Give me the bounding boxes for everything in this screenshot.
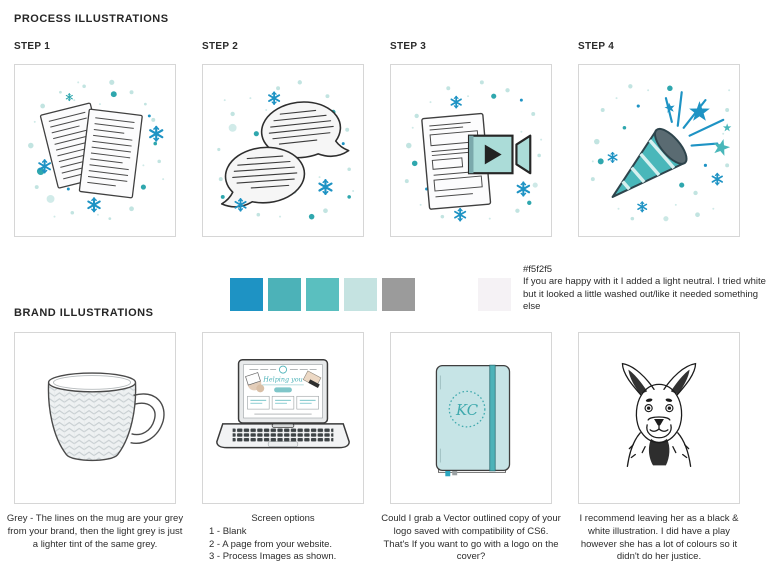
- speech-bubble-left: [217, 143, 308, 209]
- brand-mug-panel: [14, 332, 176, 504]
- neutral-note-text: If you are happy with it I added a light…: [523, 276, 766, 313]
- logo-monogram: KC: [455, 402, 479, 419]
- palette-swatch-blue: [230, 278, 263, 311]
- screen-option-3: 3 - Process Images as shown.: [209, 551, 337, 563]
- brand-dog-panel: [578, 332, 740, 504]
- screen-option-2: 2 - A page from your website.: [209, 538, 333, 550]
- speech-bubbles-icon: [217, 80, 355, 220]
- neutral-hex-label: #f5f2f5: [523, 264, 553, 275]
- elastic-band: [489, 364, 496, 472]
- step-3-label: STEP 3: [390, 41, 427, 52]
- ear-patch-right: [670, 369, 690, 395]
- decor-notebook: [245, 372, 261, 386]
- document-video-icon: [404, 80, 543, 222]
- screen-option-1: 1 - Blank: [209, 525, 247, 537]
- popper-cone: [611, 127, 688, 198]
- keyboard-keys: [232, 427, 334, 442]
- step-1-panel: [14, 64, 176, 237]
- step-3-panel: [390, 64, 552, 237]
- dog-icon: [621, 362, 697, 468]
- screen-heading-text: Helping you: [262, 375, 302, 383]
- laptop-icon: Helping you: [216, 358, 350, 449]
- palette-swatch-pale-teal: [344, 278, 377, 311]
- bookmark-grey: [452, 469, 458, 476]
- dog-caption: I recommend leaving her as a black & whi…: [579, 513, 739, 563]
- step-2-label: STEP 2: [202, 41, 239, 52]
- trackpad: [267, 441, 299, 447]
- paper-front-icon: [78, 108, 143, 199]
- laptop-caption-title: Screen options: [251, 513, 315, 524]
- brand-heading: BRAND ILLUSTRATIONS: [14, 307, 154, 319]
- process-heading: PROCESS ILLUSTRATIONS: [14, 13, 169, 25]
- palette-swatch-neutral: [478, 278, 511, 311]
- documents-icon: [28, 79, 165, 221]
- step-2-panel: [202, 64, 364, 237]
- video-camera-icon: [467, 134, 532, 175]
- decor-pen: [308, 379, 320, 388]
- notebook-icon: KC: [435, 364, 511, 477]
- step-4-panel: [578, 64, 740, 237]
- logo-stamp: KC: [448, 390, 486, 428]
- palette-swatch-teal: [268, 278, 301, 311]
- laptop-caption: Screen options 1 - Blank 2 - A page from…: [193, 513, 373, 564]
- step-4-label: STEP 4: [578, 41, 615, 52]
- nose: [654, 418, 664, 426]
- website-mockup: Helping you: [245, 365, 322, 415]
- palette-swatch-teal-light: [306, 278, 339, 311]
- neutral-colour-note: #f5f2f5 If you are happy with it I added…: [523, 264, 768, 313]
- step-1-label: STEP 1: [14, 41, 51, 52]
- brand-notebook-panel: KC: [390, 332, 552, 504]
- ear-patch-left: [628, 369, 648, 395]
- screen-button: [274, 387, 292, 393]
- notebook-caption: Could I grab a Vector outlined copy of y…: [381, 513, 561, 563]
- palette-swatch-grey: [382, 278, 415, 311]
- chest-patch: [648, 438, 670, 466]
- play-icon: [484, 144, 502, 165]
- mug-handle: [130, 393, 165, 444]
- mug-caption: Grey - The lines on the mug are your gre…: [6, 513, 184, 550]
- mug-icon: [47, 372, 165, 462]
- party-popper-icon: [590, 84, 732, 222]
- brand-laptop-panel: Helping you: [202, 332, 364, 504]
- bookmark-teal: [445, 469, 451, 477]
